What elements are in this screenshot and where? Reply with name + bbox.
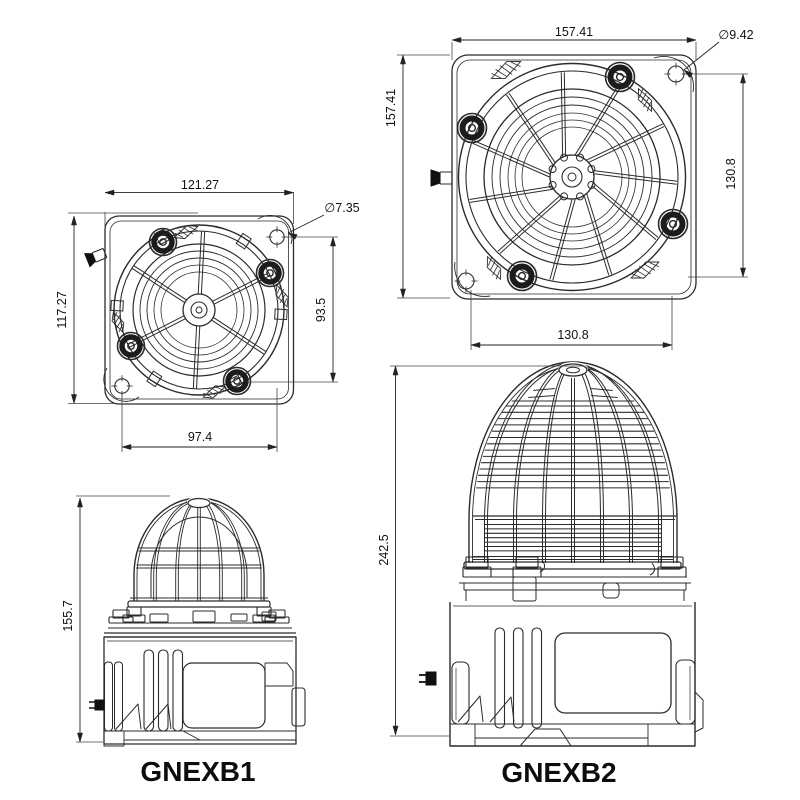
svg-text:121.27: 121.27 bbox=[181, 178, 219, 192]
svg-text:130.8: 130.8 bbox=[557, 328, 588, 342]
svg-text:242.5: 242.5 bbox=[377, 534, 391, 565]
svg-text:117.27: 117.27 bbox=[55, 291, 69, 328]
svg-text:155.7: 155.7 bbox=[61, 600, 75, 631]
svg-text:157.41: 157.41 bbox=[555, 25, 593, 39]
svg-text:∅7.35: ∅7.35 bbox=[324, 201, 359, 215]
svg-text:GNEXB2: GNEXB2 bbox=[501, 757, 616, 788]
svg-text:130.8: 130.8 bbox=[724, 158, 738, 189]
svg-text:93.5: 93.5 bbox=[314, 298, 328, 322]
svg-text:97.4: 97.4 bbox=[188, 430, 212, 444]
svg-text:157.41: 157.41 bbox=[384, 89, 398, 127]
svg-text:∅9.42: ∅9.42 bbox=[718, 28, 753, 42]
svg-text:GNEXB1: GNEXB1 bbox=[140, 756, 255, 787]
